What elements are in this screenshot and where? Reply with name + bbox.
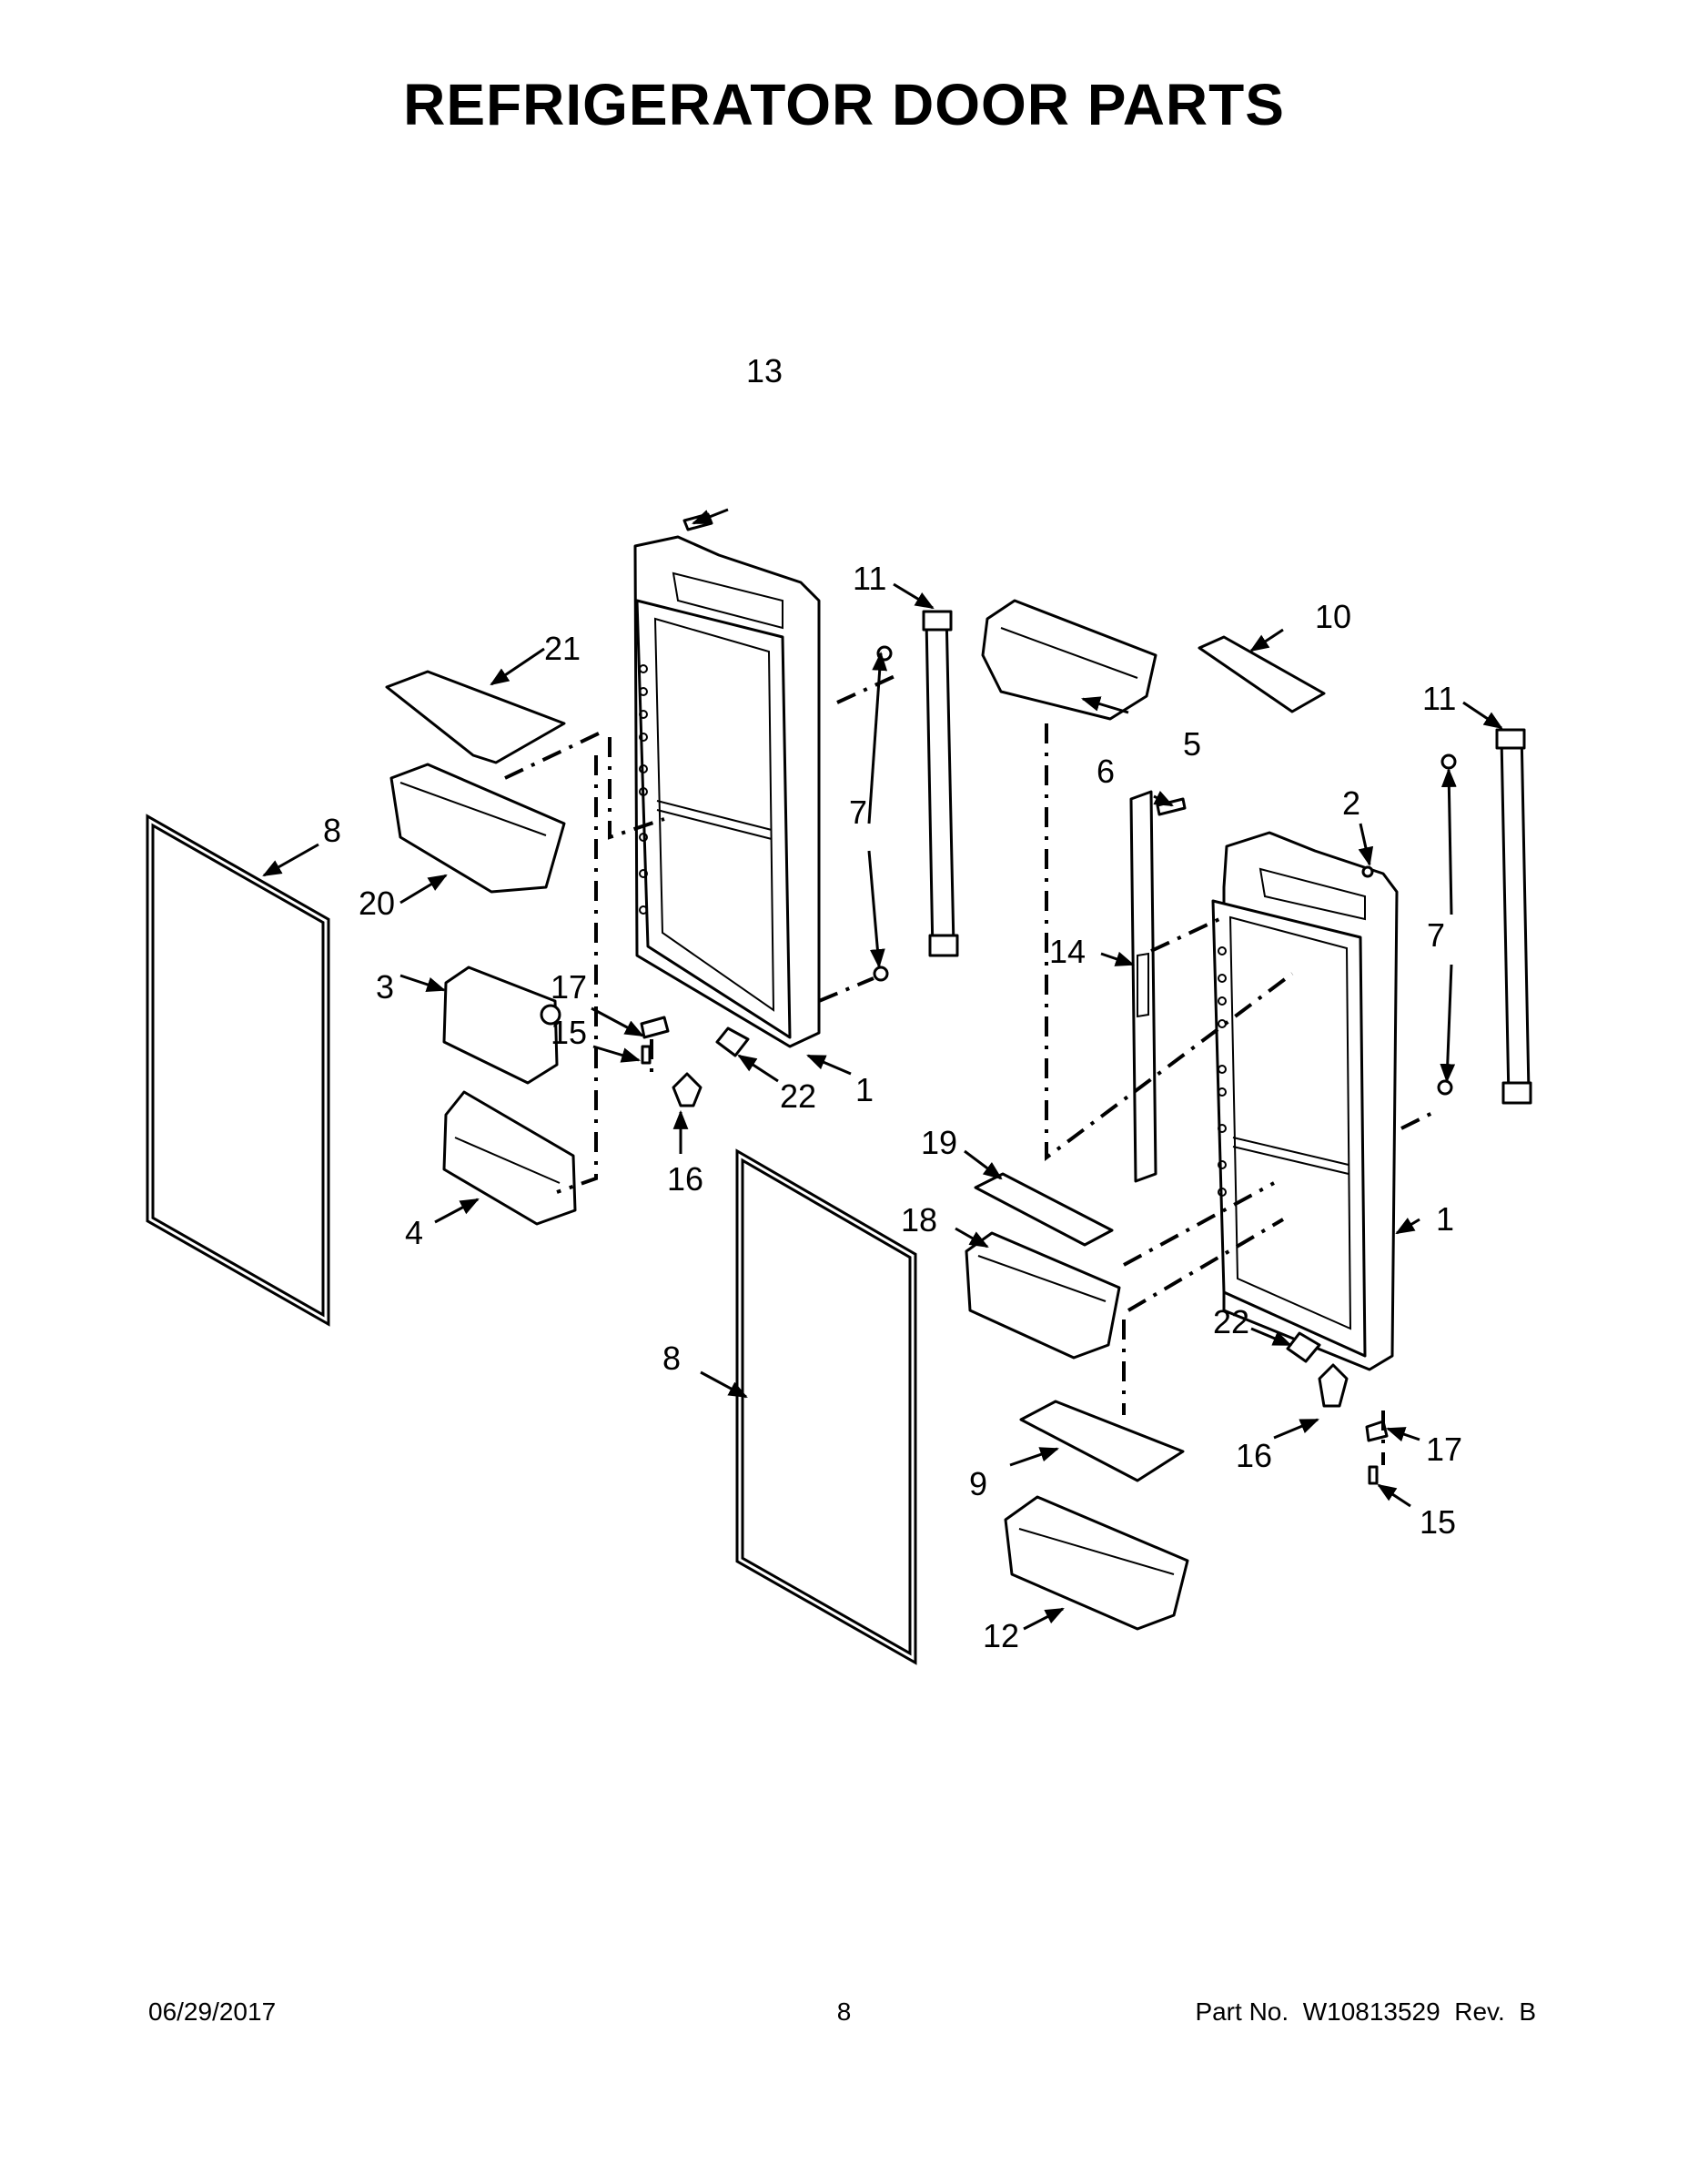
callout-22-right: 22: [1213, 1303, 1249, 1340]
callout-1-right: 1: [1436, 1200, 1454, 1238]
callout-2: 2: [1342, 784, 1360, 822]
callout-15-left: 15: [551, 1014, 587, 1051]
callout-20: 20: [359, 885, 395, 922]
callout-14: 14: [1049, 933, 1086, 970]
callout-18: 18: [901, 1201, 937, 1239]
footer-page-number: 8: [836, 1997, 852, 2026]
left-door-liner: [633, 535, 821, 1048]
callout-4: 4: [405, 1214, 423, 1251]
shelf-10: [1198, 635, 1326, 713]
bin-3: [442, 966, 561, 1085]
callout-17-left: 17: [551, 968, 587, 1006]
bin-20: [389, 763, 566, 894]
callout-8-left: 8: [323, 812, 341, 849]
handle-right: [1437, 728, 1532, 1105]
callout-7-right: 7: [1427, 916, 1445, 954]
shelf-21: [385, 670, 566, 764]
callout-19: 19: [921, 1124, 957, 1161]
callout-5: 5: [1183, 725, 1201, 763]
callout-11-right: 11: [1422, 680, 1456, 717]
leader-arrows: [262, 508, 1503, 1631]
callout-1-left: 1: [855, 1071, 874, 1108]
footer-part-number: Part No. W10813529 Rev. B: [1195, 1997, 1536, 2026]
bin-4: [442, 1090, 577, 1226]
callout-7-left: 7: [849, 794, 867, 831]
page-title: REFRIGERATOR DOOR PARTS: [403, 72, 1285, 137]
callout-16-left: 16: [667, 1160, 703, 1198]
callout-21: 21: [544, 630, 581, 667]
bin-18: [965, 1231, 1121, 1360]
bin-12: [1004, 1495, 1189, 1631]
callout-9: 9: [969, 1465, 987, 1502]
callout-22-left: 22: [780, 1077, 816, 1115]
bin-5: [981, 599, 1157, 721]
handle-left: [873, 610, 959, 982]
callout-11-left: 11: [853, 560, 886, 597]
callout-3: 3: [376, 968, 394, 1006]
right-door-liner: [1211, 831, 1399, 1371]
gasket-center: [735, 1148, 917, 1665]
callout-labels: 13 11 11 21 10 5 6 2 8 20 7 7 14 3 17 15…: [323, 352, 1462, 1654]
mullion-14: [1129, 790, 1157, 1183]
callout-15-right: 15: [1420, 1503, 1456, 1541]
callout-16-right: 16: [1236, 1437, 1272, 1474]
callout-8-center: 8: [662, 1340, 681, 1377]
callout-10: 10: [1315, 598, 1351, 635]
shelf-9: [1019, 1400, 1185, 1482]
footer-date: 06/29/2017: [148, 1997, 277, 2026]
gasket-left: [146, 814, 330, 1327]
assembly-lines: [504, 672, 1439, 1465]
callout-12: 12: [983, 1617, 1019, 1654]
callout-6: 6: [1097, 753, 1115, 790]
callout-13: 13: [746, 352, 783, 389]
callout-17-right: 17: [1426, 1431, 1462, 1468]
hardware-small: [640, 512, 1389, 1485]
